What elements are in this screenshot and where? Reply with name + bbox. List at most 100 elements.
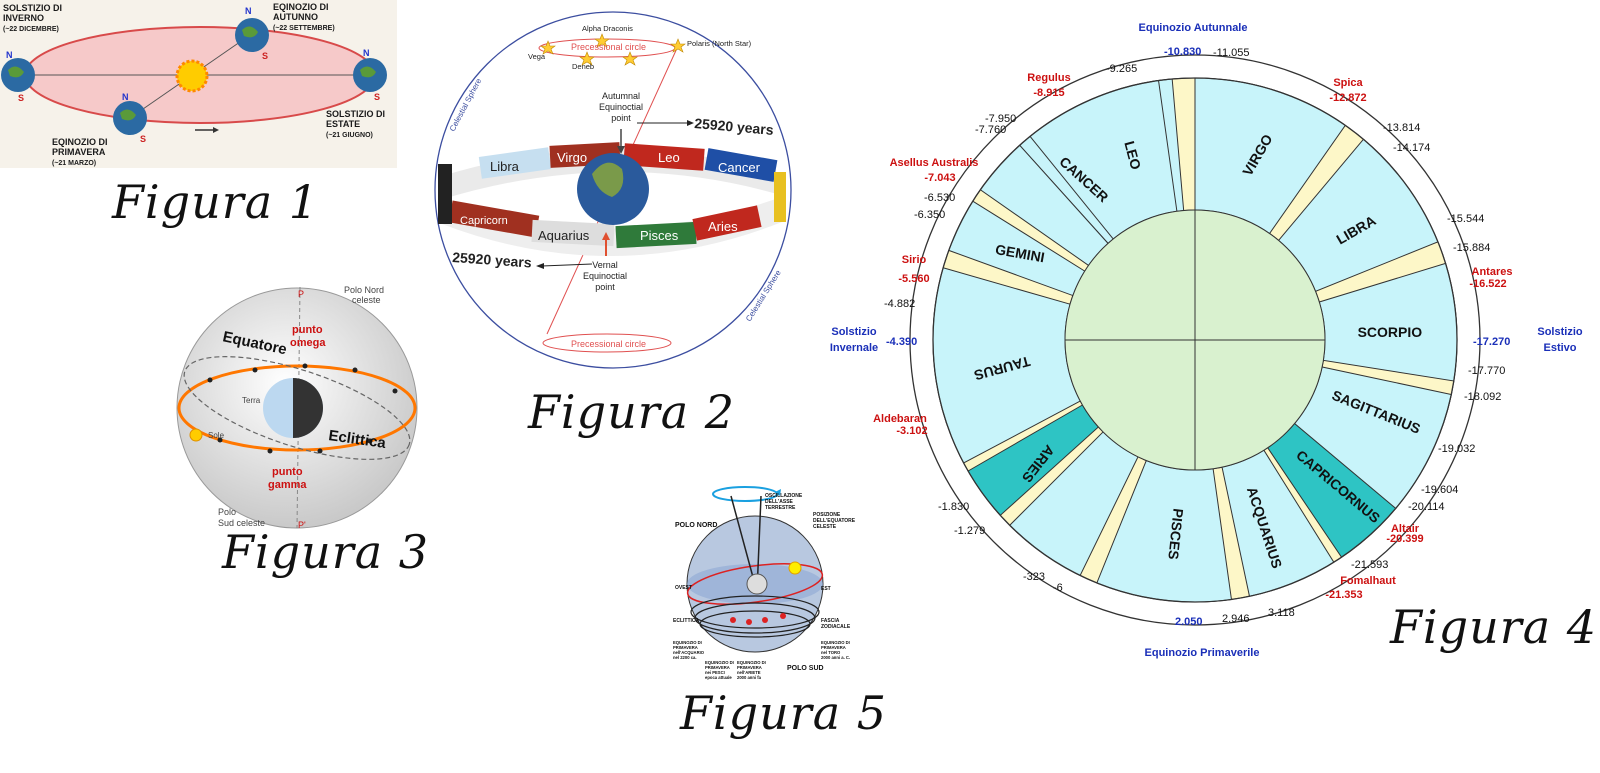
precessional-circle-bottom-label: Precessional circle [571, 339, 646, 349]
wheel-outer-ring [932, 77, 1458, 603]
est-label: EST [821, 586, 831, 592]
earth-winter [1, 58, 35, 92]
fig1-n-summer: N [363, 48, 370, 58]
ecliptic-fig5 [686, 563, 824, 605]
caption-figura-5: Figura 5 [680, 686, 888, 740]
star-asellus-value: -7.043 [924, 172, 955, 184]
star-sirio-name: Sirio [902, 254, 927, 266]
star-altair-name: Altair [1391, 523, 1420, 535]
sign-cancer: Cancer [718, 160, 761, 175]
eq-toro-l3: nel TORO [821, 650, 841, 655]
tick-19604: -19.604 [1421, 484, 1458, 496]
wheel-sign-leo: LEO [1121, 139, 1144, 171]
star-aldebaran-value: -3.102 [896, 425, 927, 437]
fig1-s-spring: S [140, 134, 146, 144]
precessional-circle-top-label: Precessional circle [571, 42, 646, 52]
fig1-spring-l2: PRIMAVERA [52, 147, 106, 157]
caption-figura-1: Figura 1 [112, 175, 320, 229]
fig1-s-autumn: S [262, 51, 268, 61]
star-antares-value: -16.522 [1469, 278, 1506, 290]
star-asellus-name: Asellus Australis [890, 157, 979, 169]
vernal-arrow [602, 232, 610, 256]
tick-6350: -6.350 [914, 209, 945, 221]
earth-spring [113, 101, 147, 135]
eq-ariete-l3: nell'ARIETE [737, 670, 761, 675]
posizione-l2: DELL'EQUATORE [813, 518, 856, 524]
figure-3: P P' Polo Nord celeste Polo Sud celeste … [130, 245, 430, 585]
posizione-l1: POSIZIONE [813, 512, 841, 518]
polo-nord-l1: Polo Nord [344, 285, 384, 295]
vernal-l3: point [595, 282, 615, 292]
star-spica-value: -12.872 [1329, 92, 1366, 104]
sun-fig3-icon [189, 428, 203, 442]
earth-fig3 [263, 378, 323, 438]
figure-2: Alpha Draconis Polaris (North Star) Vega… [432, 4, 812, 376]
autumnal-l2: Equinoctial [599, 102, 643, 112]
fig1-winter-l2: INVERNO [3, 13, 44, 23]
oscillazione-l1: OSCILLAZIONE [765, 493, 803, 499]
tick-20114: -20.114 [1408, 501, 1445, 513]
zodiac-band [438, 142, 786, 257]
tick-19032: -19.032 [1438, 443, 1475, 455]
eclittica-fig5-label: ECLITTICA [673, 618, 699, 624]
eq-acquario-l3: nell'ACQUARIO [673, 650, 705, 655]
vega-label: Vega [528, 52, 546, 61]
alpha-draconis-label: Alpha Draconis [582, 24, 633, 33]
caption-figura-3: Figura 3 [222, 525, 430, 579]
fig1-winter-l1: SOLSTIZIO DI [3, 3, 62, 13]
punto-omega-l1: punto [292, 324, 323, 336]
polaris-label: Polaris (North Star) [687, 39, 752, 48]
fig1-summer-l3: (~21 GIUGNO) [326, 132, 373, 139]
earth-summer [353, 58, 387, 92]
fascia-l1: FASCIA [821, 618, 840, 624]
oscillazione-l2: DELL'ASSE [765, 499, 794, 505]
fig1-autumn-l2: AUTUNNO [273, 12, 318, 22]
punto-gamma-l1: punto [272, 466, 303, 478]
tick-1830: -1.830 [938, 501, 969, 513]
sign-pisces: Pisces [640, 228, 679, 243]
caption-figura-2: Figura 2 [528, 385, 736, 439]
wheel-outer-ring-2 [909, 54, 1481, 626]
fig1-winter-l3: (~22 DICEMBRE) [3, 26, 59, 33]
solstizio-invernale-l2: Invernale [830, 342, 878, 354]
polo-nord-fig5: POLO NORD [675, 522, 717, 529]
sign-aries: Aries [708, 219, 738, 234]
star-sirio-value: -5.560 [898, 273, 929, 285]
tick-15884: -15.884 [1453, 242, 1490, 254]
terra-label: Terra [242, 396, 261, 405]
sun-fig5-icon [788, 561, 802, 575]
tick-14174: -14.174 [1393, 142, 1430, 154]
eq-acquario-l4: nel 2200 ca. [673, 655, 697, 660]
caption-figura-4: Figura 4 [1390, 600, 1598, 654]
fig1-n-spring: N [122, 92, 129, 102]
polo-nord-l2: celeste [352, 295, 381, 305]
eq-acquario-l2: PRIMAVERA [673, 645, 698, 650]
fig1-spring-l3: (~21 MARZO) [52, 160, 96, 167]
polo-sud-fig5: POLO SUD [787, 665, 824, 672]
blue-value-bottom: 2.050 [1175, 616, 1203, 628]
solstizio-estivo-l1: Solstizio [1537, 326, 1583, 338]
vernal-l2: Equinoctial [583, 271, 627, 281]
eq-ariete-l4: 2000 anni fa [737, 675, 762, 680]
tick-6: -6 [1053, 582, 1063, 594]
p-prime-label: P' [298, 520, 306, 530]
autumnal-l3: point [611, 113, 631, 123]
sign-leo: Leo [658, 150, 680, 165]
precessional-circle-bottom [542, 333, 672, 353]
star-fomalhaut-name: Fomalhaut [1340, 575, 1396, 587]
blue-value-top: -10.830 [1164, 46, 1201, 58]
fig1-n-winter: N [6, 50, 13, 60]
fig1-autumn-l3: (~22 SETTEMBRE) [273, 25, 335, 32]
eq-toro-l1: EQUINOZIO DI [821, 640, 850, 645]
sign-aquarius: Aquarius [538, 228, 590, 243]
eq-ariete-l1: EQUINOZIO DI [737, 660, 766, 665]
punto-omega-l2: omega [290, 337, 326, 349]
tick-21593: -21.593 [1351, 559, 1388, 571]
tick-18092: -18.092 [1464, 391, 1501, 403]
tick-13814: -13.814 [1383, 122, 1420, 134]
star-spica-name: Spica [1333, 77, 1363, 89]
tick-11055: -11.055 [1213, 47, 1250, 59]
wheel-sign-pisces: PISCES [1165, 508, 1186, 561]
fig1-s-winter: S [18, 93, 24, 103]
